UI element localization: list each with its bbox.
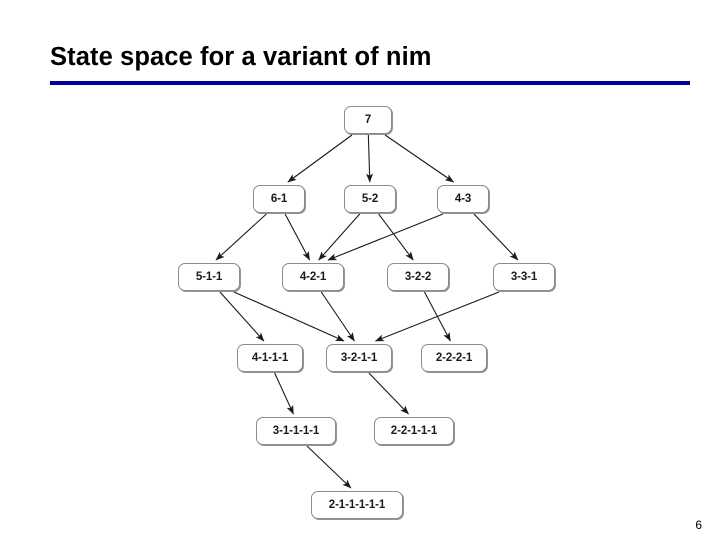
state-node-label: 6-1 bbox=[270, 193, 288, 205]
edge-arrow bbox=[318, 213, 361, 261]
state-node[interactable]: 4-2-1 bbox=[282, 263, 344, 291]
state-node-label: 4-3 bbox=[454, 193, 472, 205]
page-number: 6 bbox=[695, 518, 702, 532]
state-node-label: 3-2-2 bbox=[404, 271, 432, 283]
edge-arrow bbox=[378, 213, 414, 261]
state-node-label: 2-2-2-1 bbox=[435, 352, 473, 364]
edge-arrow bbox=[368, 372, 409, 415]
state-node[interactable]: 6-1 bbox=[253, 185, 305, 213]
state-node[interactable]: 7 bbox=[344, 106, 392, 134]
edge-arrow bbox=[306, 445, 352, 489]
title-block: State space for a variant of nim bbox=[50, 40, 690, 82]
state-node-label: 3-2-1-1 bbox=[340, 352, 378, 364]
state-node-label: 2-1-1-1-1-1 bbox=[328, 499, 386, 511]
state-node[interactable]: 3-2-2 bbox=[387, 263, 449, 291]
edge-group bbox=[215, 134, 519, 489]
edge-arrow bbox=[219, 291, 265, 342]
edge-arrow bbox=[233, 291, 345, 342]
edge-arrow bbox=[284, 213, 311, 261]
state-node-label: 4-1-1-1 bbox=[251, 352, 289, 364]
state-node-label: 3-1-1-1-1 bbox=[272, 425, 320, 437]
state-node[interactable]: 3-1-1-1-1 bbox=[256, 417, 336, 445]
state-node-label: 4-2-1 bbox=[299, 271, 327, 283]
state-node[interactable]: 5-2 bbox=[344, 185, 396, 213]
state-node-label: 3-3-1 bbox=[510, 271, 538, 283]
edge-arrow bbox=[473, 213, 519, 261]
page-title: State space for a variant of nim bbox=[50, 43, 432, 71]
edge-arrow bbox=[320, 291, 355, 342]
edge-arrow bbox=[215, 213, 267, 261]
state-node-label: 7 bbox=[364, 114, 372, 126]
state-node-label: 5-2 bbox=[361, 193, 379, 205]
state-node[interactable]: 5-1-1 bbox=[178, 263, 240, 291]
state-node-label: 2-2-1-1-1 bbox=[390, 425, 438, 437]
edge-arrow bbox=[366, 134, 374, 183]
state-node[interactable]: 2-2-1-1-1 bbox=[374, 417, 454, 445]
state-node[interactable]: 2-1-1-1-1-1 bbox=[311, 491, 403, 519]
edge-arrow bbox=[327, 213, 444, 261]
state-node[interactable]: 4-3 bbox=[437, 185, 489, 213]
state-node[interactable]: 2-2-2-1 bbox=[421, 344, 487, 372]
state-node[interactable]: 3-3-1 bbox=[493, 263, 555, 291]
edge-arrow bbox=[287, 134, 353, 183]
edge-arrow bbox=[274, 372, 294, 415]
edge-arrow bbox=[374, 291, 500, 342]
state-node-label: 5-1-1 bbox=[195, 271, 223, 283]
state-node[interactable]: 3-2-1-1 bbox=[326, 344, 392, 372]
edge-arrow bbox=[384, 134, 454, 183]
state-node[interactable]: 4-1-1-1 bbox=[237, 344, 303, 372]
title-divider bbox=[50, 81, 690, 85]
